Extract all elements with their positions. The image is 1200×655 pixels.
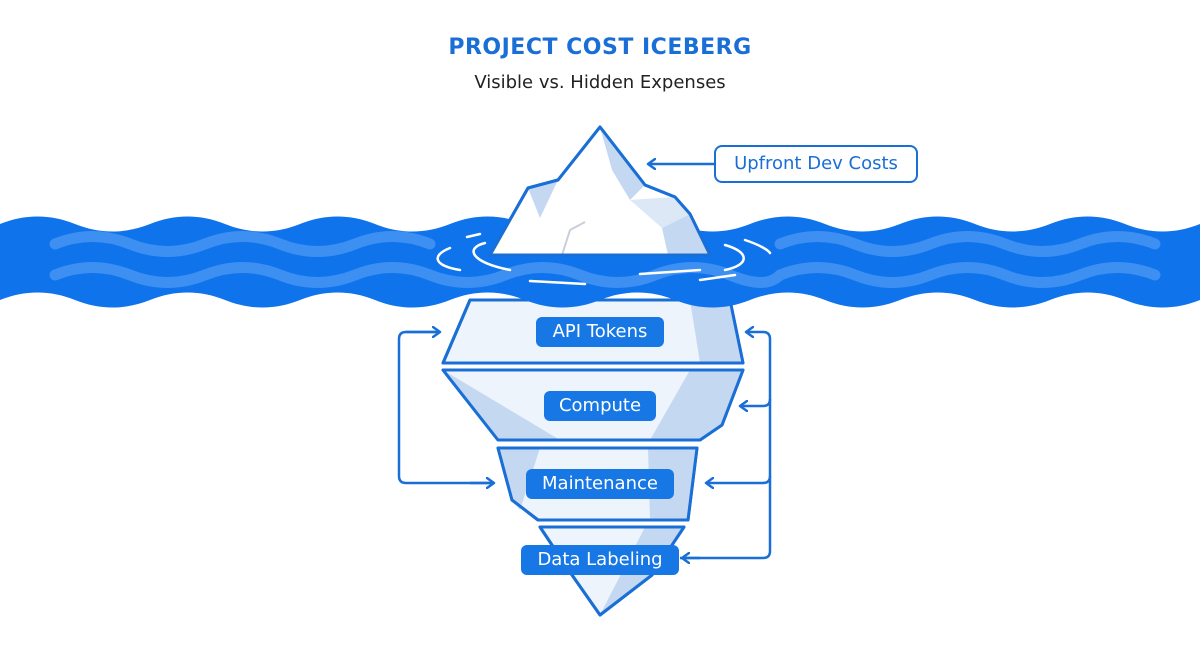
upfront-dev-costs-callout: Upfront Dev Costs [714,145,918,183]
layer-label-compute: Compute [544,391,656,421]
water-ripples [436,232,772,286]
page-title: PROJECT COST ICEBERG [448,35,752,60]
left-loop-connector [397,330,494,485]
layer-label-maintenance: Maintenance [526,469,674,499]
page-subtitle: Visible vs. Hidden Expenses [474,72,726,93]
layer-label-data-labeling: Data Labeling [521,545,679,575]
layer-label-api-tokens: API Tokens [536,317,664,347]
visible-iceberg-tip [488,125,712,257]
water-band [0,216,1200,308]
right-bracket-connector [680,339,772,560]
